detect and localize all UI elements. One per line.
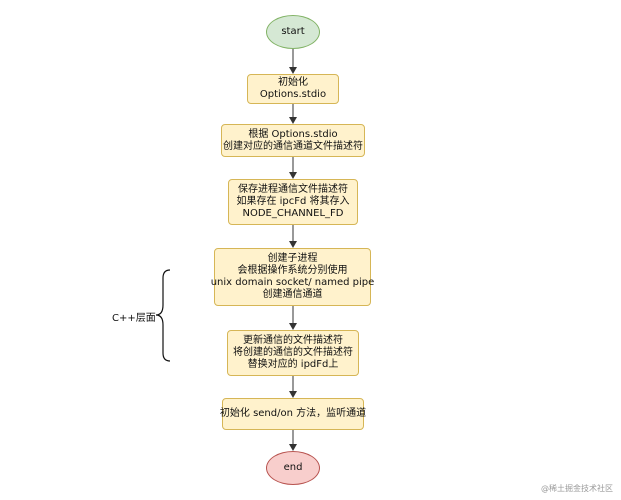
create-child-node-text-line: 创建通信通道	[262, 289, 323, 300]
save-fd-node-text-line: 保存进程通信文件描述符	[238, 184, 348, 195]
init-options-node-text-line: Options.stdio	[259, 89, 327, 100]
create-fd-node-text-line: 创建对应的通信通道文件描述符	[223, 140, 363, 152]
update-fd-node-text-line: 将创建的通信的文件描述符	[233, 347, 353, 358]
update-fd-node-text-line: 替换对应的 ipdFd上	[247, 359, 339, 370]
init-options-node-text-line: 初始化	[278, 77, 308, 88]
start-node-text-line: start	[281, 26, 305, 37]
save-fd-node-text-line: 如果存在 ipcFd 将其存入	[236, 196, 350, 207]
end-node-text-line: end	[283, 462, 303, 473]
end-node: end	[266, 451, 320, 485]
create-child-node-text-line: 会根据操作系统分别使用	[237, 265, 348, 276]
watermark: @稀土掘金技术社区	[541, 484, 613, 493]
create-child-node-text-line: unix domain socket/ named pipe	[210, 277, 375, 288]
start-node: start	[266, 15, 320, 49]
create-fd-node-text-line: 根据 Options.stdio	[248, 128, 338, 140]
init-send-node-text-line: 初始化 send/on 方法，监听通道	[219, 408, 367, 419]
save-fd-node-text-line: NODE_CHANNEL_FD	[242, 208, 344, 219]
c-plus-plus-label: C++层面	[112, 313, 156, 324]
update-fd-node: 更新通信的文件描述符将创建的通信的文件描述符替换对应的 ipdFd上	[227, 330, 359, 376]
init-send-node: 初始化 send/on 方法，监听通道	[219, 398, 367, 430]
update-fd-node-text-line: 更新通信的文件描述符	[243, 335, 343, 346]
c-plus-plus-brace	[155, 269, 171, 362]
create-child-node-text-line: 创建子进程	[267, 253, 318, 264]
